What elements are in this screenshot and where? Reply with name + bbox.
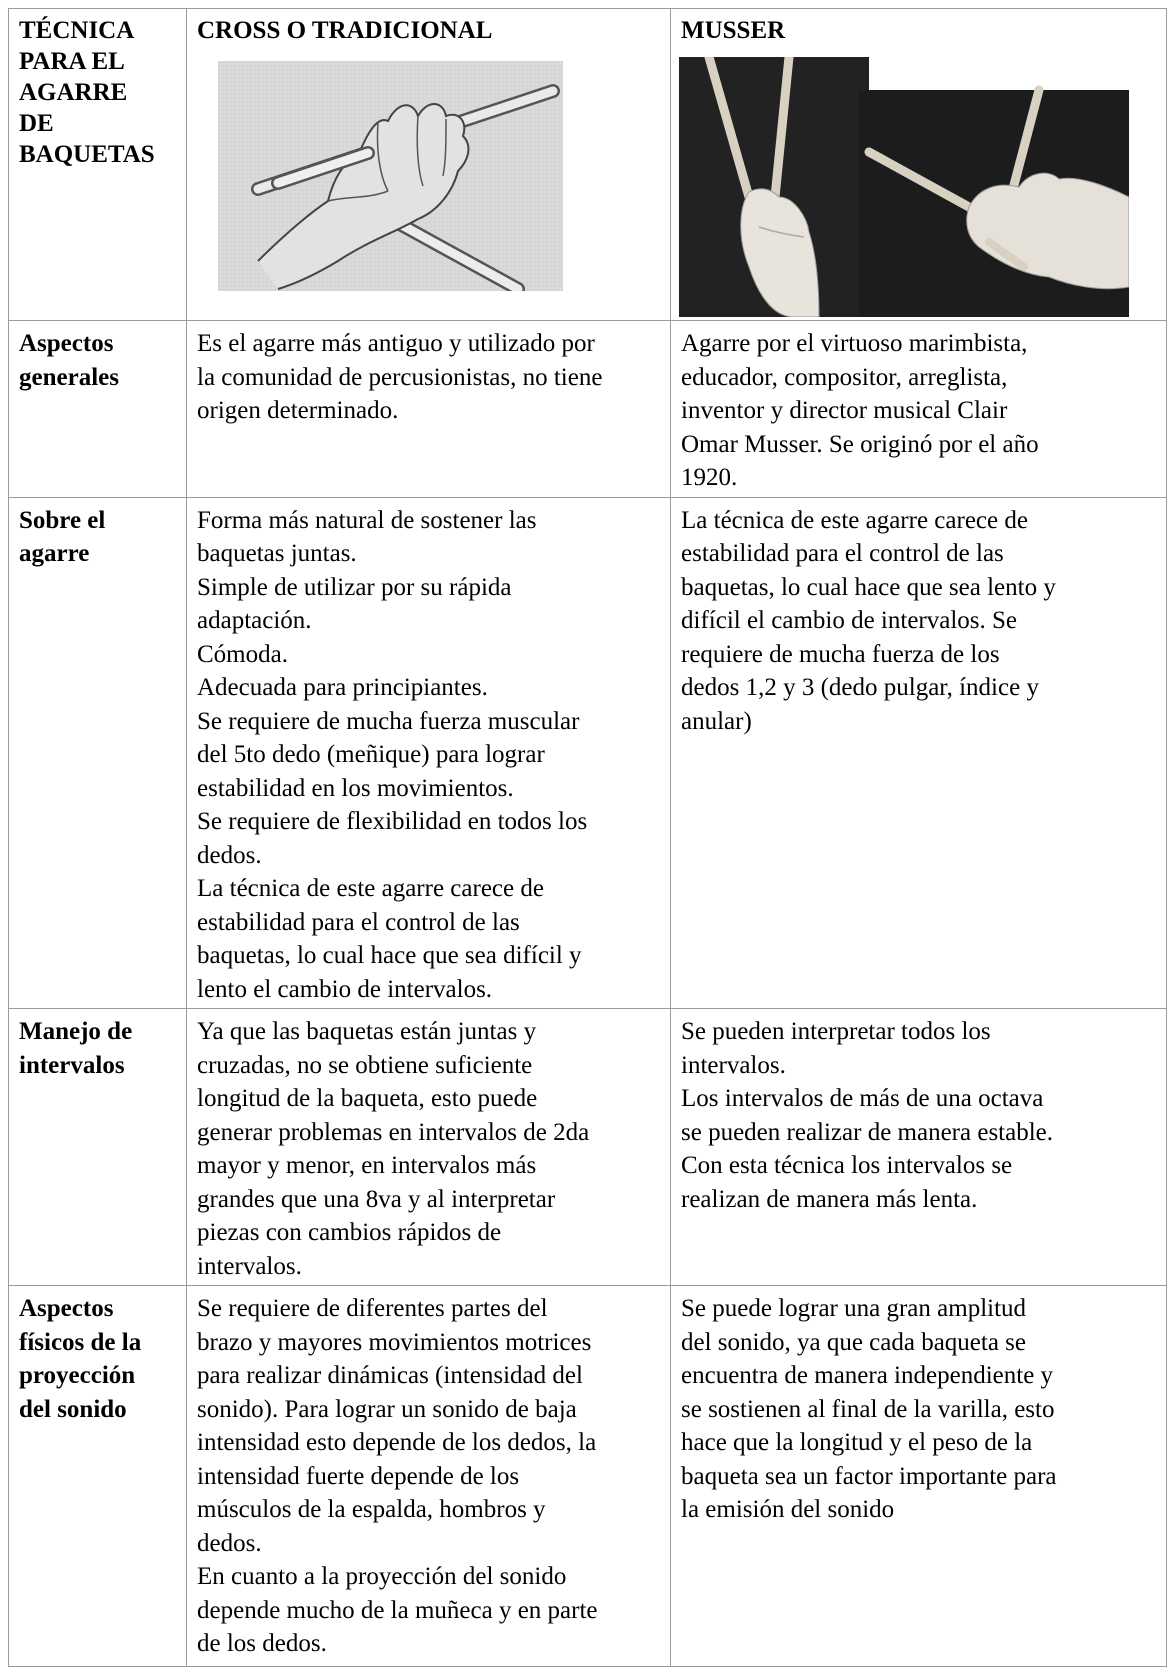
row-label-cell: Manejo de intervalos	[8, 1008, 187, 1286]
header-technique-label: TÉCNICA PARA EL AGARRE DE BAQUETAS	[19, 17, 155, 168]
musser-text: Se puede lograr una gran amplitud del so…	[681, 1295, 1057, 1523]
cross-text: Forma más natural de sostener las baquet…	[197, 506, 588, 1003]
table-row: Sobre el agarre Forma más natural de sos…	[8, 496, 1167, 1009]
cross-text: Ya que las baquetas están juntas y cruza…	[197, 1018, 590, 1280]
cross-cell: Es el agarre más antiguo y utilizado por…	[186, 320, 671, 498]
table-row: Aspectos generales Es el agarre más anti…	[8, 320, 1167, 498]
row-label: Aspectos físicos de la proyección del so…	[19, 1295, 142, 1423]
header-cell-musser: MUSSER	[670, 8, 1167, 321]
row-label-cell: Aspectos físicos de la proyección del so…	[8, 1285, 187, 1667]
table-header-row: TÉCNICA PARA EL AGARRE DE BAQUETAS CROSS…	[8, 8, 1167, 321]
musser-text: Se pueden interpretar todos los interval…	[681, 1018, 1054, 1213]
row-label: Sobre el agarre	[19, 506, 106, 568]
cross-text: Es el agarre más antiguo y utilizado por…	[197, 330, 603, 424]
table-row: Aspectos físicos de la proyección del so…	[8, 1285, 1167, 1667]
row-label-cell: Sobre el agarre	[8, 496, 187, 1009]
musser-text: Agarre por el virtuoso marimbista, educa…	[681, 330, 1039, 491]
musser-grip-image	[679, 57, 1129, 317]
row-label: Aspectos generales	[19, 330, 119, 391]
header-cell-cross: CROSS O TRADICIONAL	[186, 8, 671, 321]
musser-cell: Se puede lograr una gran amplitud del so…	[670, 1285, 1167, 1667]
cross-cell: Se requiere de diferentes partes del bra…	[186, 1285, 671, 1667]
cross-cell: Ya que las baquetas están juntas y cruza…	[186, 1008, 671, 1286]
row-label-cell: Aspectos generales	[8, 320, 187, 498]
cross-grip-image	[218, 61, 563, 291]
musser-cell: Agarre por el virtuoso marimbista, educa…	[670, 320, 1167, 498]
cross-text: Se requiere de diferentes partes del bra…	[197, 1295, 598, 1657]
musser-cell: La técnica de este agarre carece de esta…	[670, 496, 1167, 1009]
comparison-table: TÉCNICA PARA EL AGARRE DE BAQUETAS CROSS…	[8, 8, 1167, 1667]
musser-text: La técnica de este agarre carece de esta…	[681, 506, 1056, 735]
header-musser-label: MUSSER	[681, 17, 786, 44]
header-cross-label: CROSS O TRADICIONAL	[197, 17, 493, 44]
table-row: Manejo de intervalos Ya que las baquetas…	[8, 1008, 1167, 1286]
row-label: Manejo de intervalos	[19, 1018, 133, 1079]
musser-cell: Se pueden interpretar todos los interval…	[670, 1008, 1167, 1286]
header-cell-technique: TÉCNICA PARA EL AGARRE DE BAQUETAS	[8, 8, 187, 321]
cross-cell: Forma más natural de sostener las baquet…	[186, 496, 671, 1009]
